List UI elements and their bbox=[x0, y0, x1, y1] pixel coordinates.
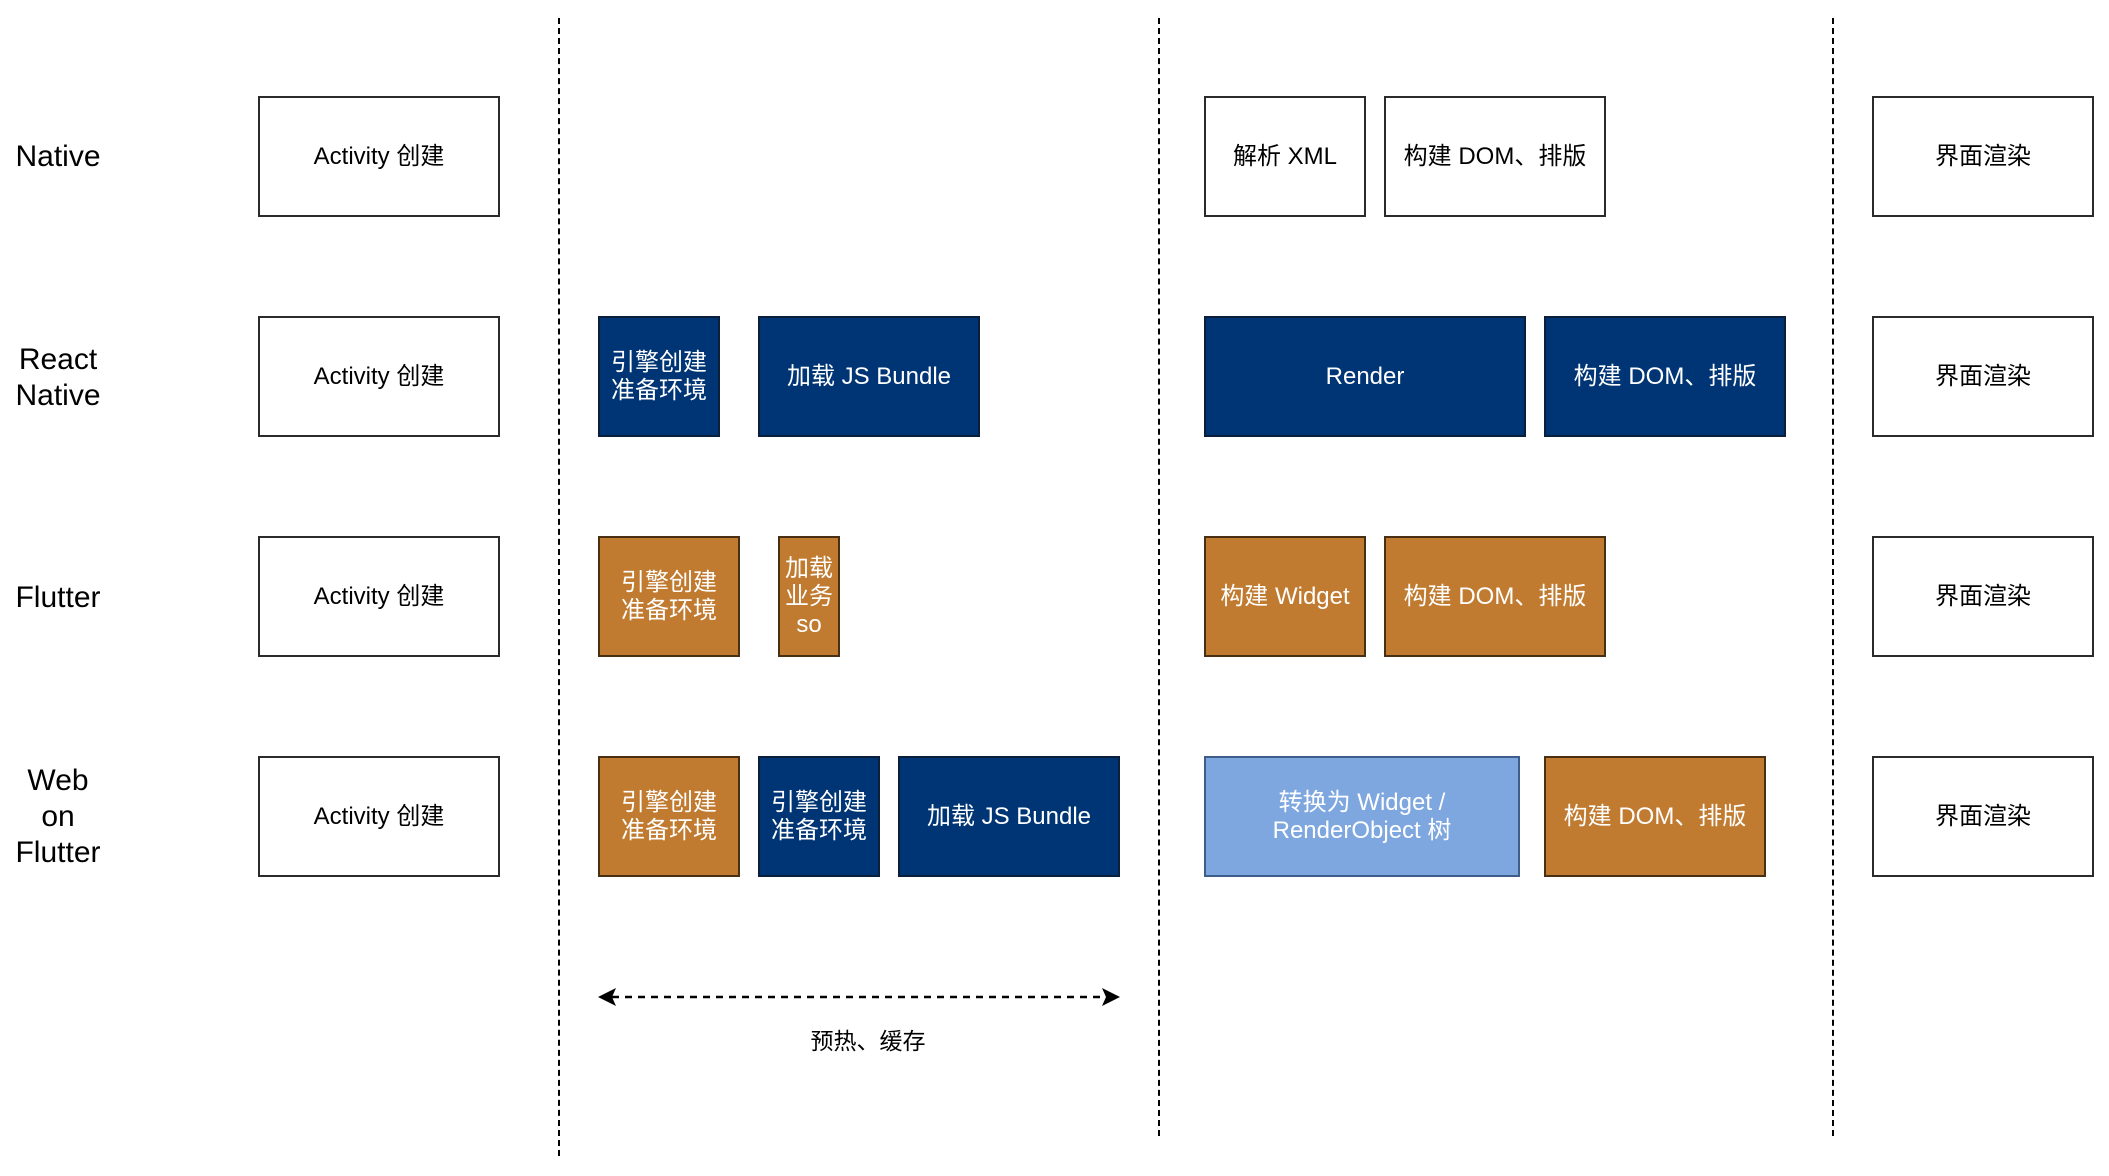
flutter-activity-box: Activity 创建 bbox=[258, 536, 500, 657]
wof-render-ui-box: 界面渲染 bbox=[1872, 756, 2094, 877]
row-label-web-on-flutter: Web on Flutter bbox=[15, 764, 101, 869]
rn-render-box: Render bbox=[1204, 316, 1526, 437]
wof-engine-flutter-box: 引擎创建 准备环境 bbox=[598, 756, 740, 877]
flutter-build-dom-box: 构建 DOM、排版 bbox=[1384, 536, 1606, 657]
flutter-load-so-box: 加载 业务 so bbox=[778, 536, 840, 657]
wof-convert-box: 转换为 Widget / RenderObject 树 bbox=[1204, 756, 1520, 877]
native-render-ui-box: 界面渲染 bbox=[1872, 96, 2094, 217]
phase-divider-2 bbox=[1158, 18, 1160, 1136]
wof-activity-box: Activity 创建 bbox=[258, 756, 500, 877]
wof-engine-js-box: 引擎创建 准备环境 bbox=[758, 756, 880, 877]
rn-load-bundle-box: 加载 JS Bundle bbox=[758, 316, 980, 437]
phase-divider-1 bbox=[558, 18, 560, 1156]
preheat-range-arrow bbox=[598, 988, 1120, 1006]
row-label-react-native: React Native bbox=[15, 343, 101, 412]
row-label-native: Native bbox=[15, 140, 101, 173]
wof-build-dom-box: 构建 DOM、排版 bbox=[1544, 756, 1766, 877]
wof-load-bundle-box: 加载 JS Bundle bbox=[898, 756, 1120, 877]
row-label-flutter: Flutter bbox=[15, 581, 101, 614]
rn-engine-box: 引擎创建 准备环境 bbox=[598, 316, 720, 437]
flutter-render-ui-box: 界面渲染 bbox=[1872, 536, 2094, 657]
flutter-engine-box: 引擎创建 准备环境 bbox=[598, 536, 740, 657]
native-activity-box: Activity 创建 bbox=[258, 96, 500, 217]
flutter-build-widget-box: 构建 Widget bbox=[1204, 536, 1366, 657]
native-parse-xml-box: 解析 XML bbox=[1204, 96, 1366, 217]
rn-activity-box: Activity 创建 bbox=[258, 316, 500, 437]
preheat-cache-label: 预热、缓存 bbox=[810, 1028, 926, 1054]
rn-build-dom-box: 构建 DOM、排版 bbox=[1544, 316, 1786, 437]
phase-divider-3 bbox=[1832, 18, 1834, 1136]
native-build-dom-box: 构建 DOM、排版 bbox=[1384, 96, 1606, 217]
rn-render-ui-box: 界面渲染 bbox=[1872, 316, 2094, 437]
